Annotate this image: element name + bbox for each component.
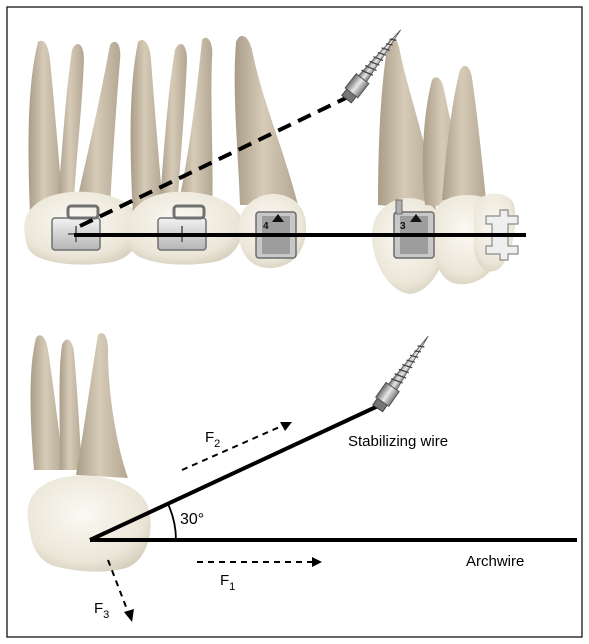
bottom-mini-screw-icon <box>371 332 435 413</box>
bottom-panel: 30° Stabilizing wire Archwire F2 F1 <box>27 332 577 622</box>
force-f1-base: F <box>220 572 229 589</box>
force-f2-arrow <box>182 422 292 470</box>
force-f3-label: F3 <box>94 600 109 621</box>
bottom-stabilizing-wire <box>90 406 378 540</box>
stabilizing-wire-label: Stabilizing wire <box>348 433 448 450</box>
force-f2-base: F <box>205 429 214 446</box>
top-panel: 4 3 <box>24 25 526 294</box>
bottom-molar-tooth <box>27 333 150 572</box>
bracket-label-3: 3 <box>400 221 406 232</box>
bracket-label-4: 4 <box>263 221 269 232</box>
force-f1-arrow <box>197 557 322 567</box>
force-f1-label: F1 <box>220 572 235 593</box>
force-f2-subscript: 2 <box>214 438 220 450</box>
angle-label: 30° <box>180 511 204 528</box>
force-f3-subscript: 3 <box>103 609 109 621</box>
archwire-label: Archwire <box>466 553 524 570</box>
force-f2-label: F2 <box>205 429 220 450</box>
angle-arc <box>168 504 176 540</box>
force-f3-base: F <box>94 600 103 617</box>
force-f1-subscript: 1 <box>229 581 235 593</box>
